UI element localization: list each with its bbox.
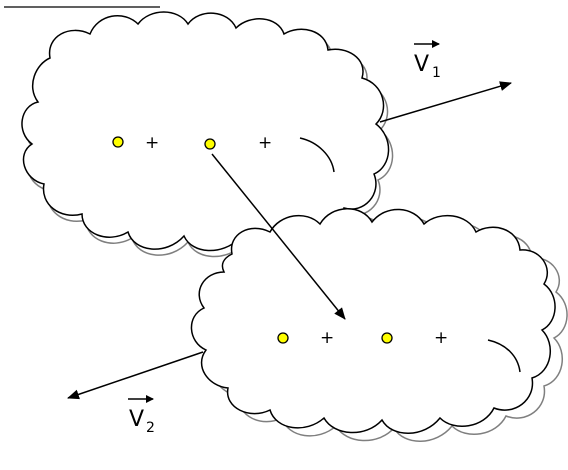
cloud-2-outline — [190, 208, 556, 434]
v1-letter: V — [414, 52, 429, 77]
cloud-1-notch — [299, 137, 335, 173]
plus-sign: + — [258, 133, 272, 153]
v2-letter: V — [129, 407, 144, 432]
particle-dot — [112, 136, 124, 148]
velocity-v1-arrow — [379, 81, 512, 123]
v1-label: V 1 — [414, 40, 441, 81]
plus-sign: + — [320, 328, 334, 348]
velocity-v2-arrow — [67, 351, 204, 400]
cloud-1 — [21, 11, 394, 258]
v1-subscript: 1 — [432, 65, 441, 81]
cloud-2-notch — [487, 339, 521, 373]
cloud-2 — [190, 208, 568, 442]
cloud-1-outline — [21, 11, 390, 252]
v2-label: V 2 — [128, 395, 155, 436]
v2-subscript: 2 — [146, 420, 155, 436]
plus-sign: + — [434, 328, 448, 348]
center-connector-arrow — [211, 153, 346, 320]
plus-sign: + — [145, 133, 159, 153]
particle-dot — [204, 138, 216, 150]
particle-dot — [381, 332, 393, 344]
particle-dot — [277, 332, 289, 344]
cloud-1-charges: + + — [112, 133, 272, 153]
cloud-2-charges: + + — [277, 328, 448, 348]
